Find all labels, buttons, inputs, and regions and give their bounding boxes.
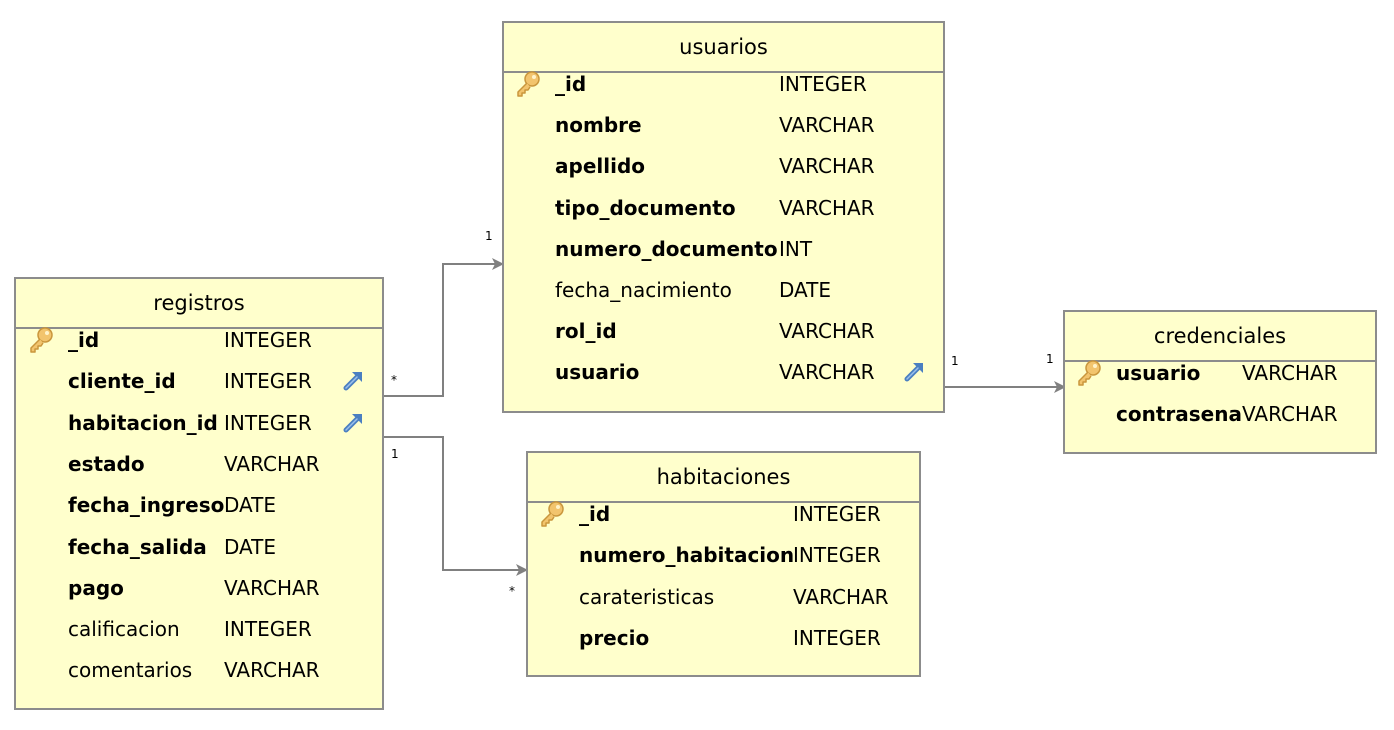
field-name: numero_documento <box>555 236 778 261</box>
field-name: numero_habitacion <box>579 543 795 568</box>
field-type: VARCHAR <box>224 575 320 600</box>
primary-key-icon <box>27 326 55 354</box>
field-type: VARCHAR <box>793 584 889 609</box>
multiplicity-registros-usuarios-target: 1 <box>485 229 493 243</box>
field-row-id[interactable]: _id INTEGER <box>504 64 943 105</box>
field-type: INTEGER <box>224 617 312 642</box>
entity-title: registros <box>16 279 382 329</box>
field-name: pago <box>68 575 124 600</box>
field-type: VARCHAR <box>1242 361 1338 385</box>
field-type: INTEGER <box>224 328 312 352</box>
field-type: INTEGER <box>224 369 312 394</box>
field-row-apellido[interactable]: apellido VARCHAR <box>504 146 943 187</box>
field-name: _id <box>579 502 611 526</box>
field-name: nombre <box>555 113 642 138</box>
field-type: INTEGER <box>793 502 881 526</box>
multiplicity-registros-habitaciones-source: 1 <box>391 447 399 461</box>
field-name: fecha_nacimiento <box>555 278 732 302</box>
field-row-nombre[interactable]: nombre VARCHAR <box>504 105 943 146</box>
field-name: habitacion_id <box>68 410 218 435</box>
foreign-key-arrow-icon <box>343 369 365 391</box>
field-type: VARCHAR <box>779 154 875 179</box>
field-type: INTEGER <box>224 410 312 435</box>
field-row-id[interactable]: _id INTEGER <box>528 494 919 535</box>
field-name: usuario <box>555 360 640 385</box>
primary-key-icon <box>1075 359 1103 387</box>
field-name: cliente_id <box>68 369 176 394</box>
field-type: VARCHAR <box>1242 402 1338 426</box>
field-type: INTEGER <box>779 72 867 96</box>
field-type: VARCHAR <box>224 451 320 476</box>
connector-registros-habitaciones <box>384 436 528 576</box>
field-type: INTEGER <box>793 543 881 568</box>
field-type: VARCHAR <box>779 113 875 138</box>
field-row-pago[interactable]: pago VARCHAR <box>16 568 382 609</box>
foreign-key-arrow-icon <box>904 360 926 382</box>
field-type: VARCHAR <box>224 658 320 683</box>
field-name: usuario <box>1116 361 1201 385</box>
multiplicity-registros-habitaciones-target: * <box>509 584 515 598</box>
foreign-key-arrow-icon <box>343 411 365 433</box>
field-row-calificacion[interactable]: calificacion INTEGER <box>16 609 382 650</box>
field-name: estado <box>68 451 145 476</box>
field-row-carateristicas[interactable]: carateristicas VARCHAR <box>528 577 919 618</box>
field-name: fecha_salida <box>68 534 207 559</box>
field-name: apellido <box>555 154 645 179</box>
entity-title: credenciales <box>1065 312 1375 362</box>
field-type: DATE <box>224 534 277 559</box>
field-type: VARCHAR <box>779 319 875 344</box>
field-name: contrasena <box>1116 402 1242 426</box>
field-type: INTEGER <box>793 625 881 650</box>
multiplicity-usuarios-credenciales-source: 1 <box>951 354 959 368</box>
field-row-cliente_id[interactable]: cliente_id INTEGER <box>16 361 382 402</box>
field-type: INT <box>779 236 813 261</box>
field-type: VARCHAR <box>779 360 875 385</box>
field-name: fecha_ingreso <box>68 493 225 518</box>
field-name: _id <box>555 72 587 96</box>
field-row-estado[interactable]: estado VARCHAR <box>16 444 382 485</box>
entity-title: habitaciones <box>528 453 919 503</box>
field-row-tipo_documento[interactable]: tipo_documento VARCHAR <box>504 188 943 229</box>
field-row-precio[interactable]: precio INTEGER <box>528 618 919 659</box>
field-name: carateristicas <box>579 584 715 609</box>
field-row-usuario[interactable]: usuario VARCHAR <box>504 352 943 393</box>
field-name: precio <box>579 625 650 650</box>
field-type: DATE <box>224 493 277 518</box>
field-name: _id <box>68 328 100 352</box>
field-row-usuario[interactable]: usuario VARCHAR <box>1065 353 1375 394</box>
field-row-rol_id[interactable]: rol_id VARCHAR <box>504 311 943 352</box>
field-row-fecha_salida[interactable]: fecha_salida DATE <box>16 527 382 568</box>
field-name: calificacion <box>68 617 180 642</box>
field-type: VARCHAR <box>779 195 875 220</box>
connector-registros-usuarios <box>384 258 504 397</box>
field-name: tipo_documento <box>555 195 736 220</box>
field-name: rol_id <box>555 319 617 344</box>
multiplicity-registros-usuarios-source: * <box>391 373 397 387</box>
field-name: comentarios <box>68 658 193 683</box>
primary-key-icon <box>538 500 566 528</box>
multiplicity-usuarios-credenciales-target: 1 <box>1046 352 1054 366</box>
field-row-comentarios[interactable]: comentarios VARCHAR <box>16 650 382 691</box>
primary-key-icon <box>514 70 542 98</box>
field-row-fecha_nacimiento[interactable]: fecha_nacimiento DATE <box>504 270 943 311</box>
field-row-id[interactable]: _id INTEGER <box>16 320 382 361</box>
field-type: DATE <box>779 278 832 302</box>
entity-title: usuarios <box>504 23 943 73</box>
